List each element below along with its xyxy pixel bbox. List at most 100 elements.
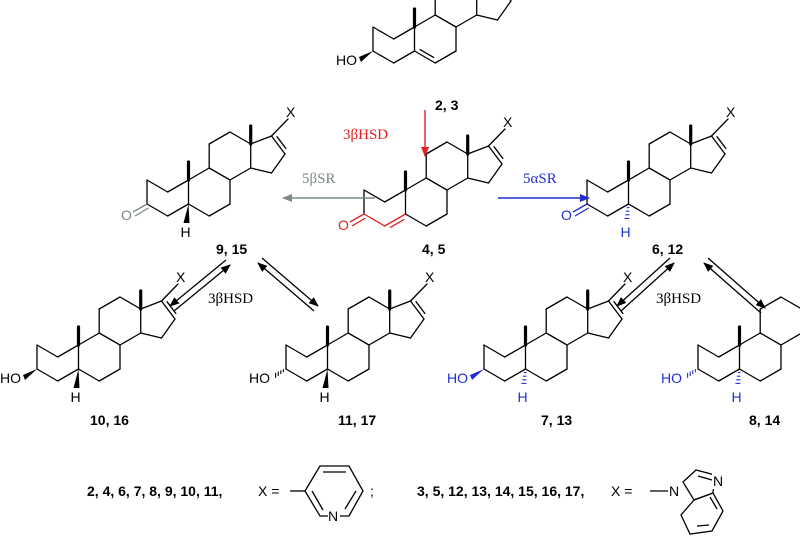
compound-number-10-16: 10, 16 <box>90 412 129 428</box>
bond <box>648 167 671 181</box>
bond <box>545 332 568 346</box>
bond <box>446 177 469 191</box>
enzyme-label-3bhsd-top: 3βHSD <box>343 127 388 143</box>
c5-c6-double-bond <box>419 48 435 59</box>
beta-oh-wedge <box>359 51 373 62</box>
bond <box>146 179 169 193</box>
enzyme-label-5asr: 5αSR <box>523 171 557 187</box>
bond <box>648 203 671 217</box>
equilibrium-arrow-6-to-8 <box>703 257 766 314</box>
hydroxyl-label: HO <box>336 52 357 68</box>
bond <box>404 177 427 191</box>
bond <box>140 332 163 339</box>
bond <box>160 318 176 339</box>
bond <box>363 213 386 227</box>
bond <box>710 135 726 155</box>
substituent-x: X <box>286 104 296 120</box>
d-ring-double-bond <box>166 300 177 315</box>
bond <box>607 203 630 217</box>
bond <box>434 14 457 28</box>
d-ring-double-bond <box>276 135 287 150</box>
carbonyl-oxygen: O <box>338 217 349 233</box>
carbonyl-bond <box>132 203 148 213</box>
equilibrium-arrow-9-to-10 <box>169 259 231 312</box>
bond <box>140 300 163 310</box>
d-ring-double-bond <box>493 145 504 160</box>
molecules: XHOXOXOHXOHXHOHXHOHXHOHXHOH <box>0 0 800 405</box>
carbonyl-bond <box>574 207 589 217</box>
bond <box>738 368 761 382</box>
steroid-4-5: XO <box>338 114 513 233</box>
bond <box>36 344 59 358</box>
bond <box>368 296 391 310</box>
bond <box>119 332 142 346</box>
h5-label: H <box>320 389 330 405</box>
bond <box>404 213 427 227</box>
bond <box>250 135 273 145</box>
bond <box>627 167 650 181</box>
bond <box>627 203 650 217</box>
carbonyl-bond <box>351 217 366 227</box>
bond <box>146 203 169 217</box>
bond <box>409 318 425 339</box>
bond <box>487 163 503 184</box>
bond <box>496 0 512 21</box>
bond <box>504 368 527 382</box>
bond <box>509 0 512 2</box>
legend-right-compounds: 3, 5, 12, 13, 14, 15, 16, 17, <box>417 483 584 499</box>
bond <box>487 145 503 165</box>
compound-number-4-5: 4, 5 <box>422 241 446 257</box>
bond <box>710 153 726 174</box>
bond <box>98 332 121 346</box>
h5-beta-wedge <box>322 369 329 388</box>
bond <box>393 26 416 40</box>
bond <box>587 332 610 339</box>
bond <box>455 14 478 28</box>
h5-label: H <box>518 389 528 405</box>
steroid-2-3: XHO <box>336 0 512 68</box>
bond <box>389 332 412 339</box>
d-ring-double-bond <box>415 300 426 315</box>
bond <box>208 203 231 217</box>
bond <box>285 368 308 382</box>
bond <box>710 118 729 137</box>
bond <box>409 283 428 302</box>
bond <box>389 300 412 310</box>
compound-number-11-17: 11, 17 <box>338 412 376 428</box>
enzyme-label-5bsr: 5βSR <box>302 171 335 187</box>
substituent-x: X <box>726 104 736 120</box>
bond <box>119 296 142 310</box>
bond <box>524 368 547 382</box>
substituent-x: X <box>425 269 435 285</box>
bond <box>413 14 436 28</box>
equilibrium-arrow-6-to-7 <box>616 257 675 312</box>
bond <box>446 141 469 155</box>
enzyme-label-3bhsd-right: 3βHSD <box>656 291 701 307</box>
beta-oh-wedge <box>23 369 37 380</box>
legend-left-compounds: 2, 4, 6, 7, 8, 9, 10, 11, <box>87 483 222 499</box>
bond <box>229 167 252 181</box>
bond <box>467 177 490 184</box>
bond <box>372 26 395 40</box>
substituent-x: X <box>176 269 186 285</box>
bond <box>250 167 273 174</box>
bond <box>98 368 121 382</box>
bond <box>208 131 231 145</box>
bond <box>363 189 386 203</box>
bond <box>780 296 800 309</box>
bond <box>306 368 329 382</box>
bond <box>425 213 448 227</box>
compound-number-7-13: 7, 13 <box>541 412 572 428</box>
bond <box>607 318 623 339</box>
bond <box>780 333 800 346</box>
bond <box>372 50 395 64</box>
compound-number-8-14: 8, 14 <box>749 412 780 428</box>
steroid-6-12: XOH <box>561 104 736 240</box>
carbonyl-bond <box>572 203 588 213</box>
bond <box>368 332 391 346</box>
substituent-x: X <box>503 114 513 130</box>
bond <box>160 300 176 320</box>
bond <box>648 131 671 145</box>
hydroxyl-label: HO <box>0 370 21 386</box>
bond <box>285 344 308 358</box>
